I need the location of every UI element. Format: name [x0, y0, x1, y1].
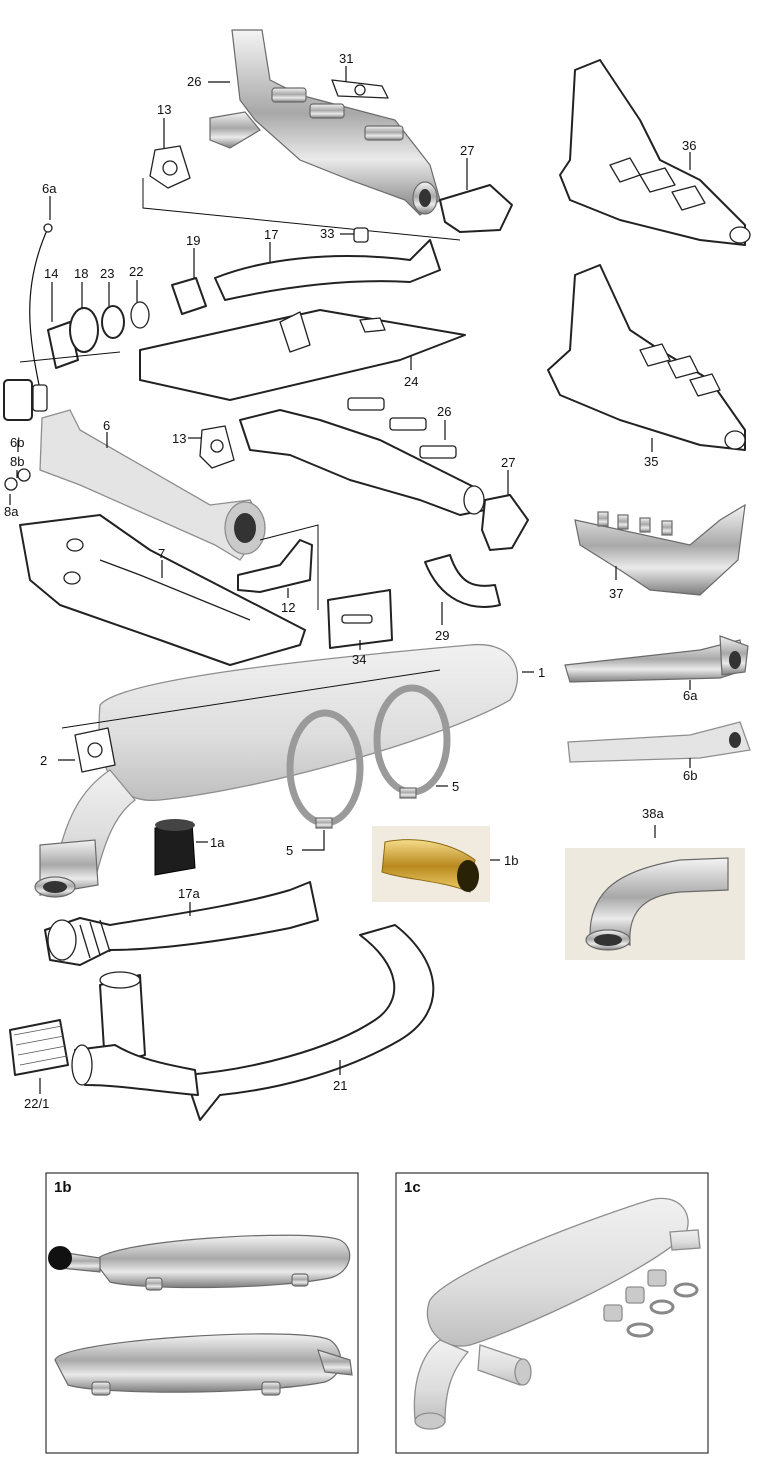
inset-label-1c: 1c: [404, 1179, 421, 1196]
leader-12-frame: [259, 524, 319, 610]
callout-1b: 1b: [504, 853, 518, 868]
oxygen-sensor-6a: [29, 223, 53, 412]
gasket-2: [74, 727, 116, 773]
inset-panel-1c: 1c: [395, 1172, 709, 1454]
clamps-5: [286, 684, 451, 829]
callout-6a-right: 6a: [683, 688, 698, 703]
callout-8a: 8a: [4, 504, 19, 519]
callout-5-right: 5: [452, 779, 459, 794]
nuts-8: [4, 468, 31, 491]
heater-pipe-6a-right: [564, 635, 749, 683]
boot-6b: [3, 379, 33, 421]
photo-tail-tip-1b: [372, 826, 490, 902]
leader-lines: [9, 66, 691, 1094]
callout-17a: 17a: [178, 886, 200, 901]
callout-26-mid: 26: [437, 404, 451, 419]
boot-27-mid: [481, 494, 529, 551]
callout-1: 1: [538, 665, 545, 680]
heater-plate-24: [139, 309, 466, 401]
callout-36: 36: [682, 138, 696, 153]
callout-labels: 26 31 13 27 36 6a 19 17 33 14 18 23 22 2…: [4, 51, 698, 1111]
gasket-13-top: [149, 145, 191, 189]
gasket-31: [331, 79, 389, 99]
callout-19: 19: [186, 233, 200, 248]
filter-22-1: [9, 1019, 69, 1076]
callout-35: 35: [644, 454, 658, 469]
header-37: [574, 503, 746, 596]
inset-label-1b: 1b: [54, 1179, 72, 1196]
callout-1a: 1a: [210, 835, 225, 850]
leader-2-dash: [61, 669, 441, 729]
callout-22: 22: [129, 264, 143, 279]
tail-tip-1a: [154, 819, 196, 876]
callout-29: 29: [435, 628, 449, 643]
callout-12: 12: [281, 600, 295, 615]
callout-21: 21: [333, 1078, 347, 1093]
callout-38a: 38a: [642, 806, 664, 821]
callout-6b-left: 6b: [10, 435, 24, 450]
callout-7: 7: [158, 546, 165, 561]
callout-22-1: 22/1: [24, 1096, 49, 1111]
heat-exchanger-26-top: [209, 29, 441, 216]
boot-27-top: [439, 184, 513, 233]
leader-14: [19, 351, 121, 363]
callout-34: 34: [352, 652, 366, 667]
callout-6-left: 6: [103, 418, 110, 433]
callout-6a-left: 6a: [42, 181, 57, 196]
callout-6b-right: 6b: [683, 768, 697, 783]
callout-8b: 8b: [10, 454, 24, 469]
callout-17: 17: [264, 227, 278, 242]
callout-13-mid: 13: [172, 431, 186, 446]
callout-14: 14: [44, 266, 58, 281]
bushing-33: [353, 227, 369, 243]
callout-24: 24: [404, 374, 418, 389]
callout-2: 2: [40, 753, 47, 768]
heater-pipe-6b-right: [567, 721, 751, 763]
callout-37: 37: [609, 586, 623, 601]
callout-27-top: 27: [460, 143, 474, 158]
bracket-34: [327, 589, 393, 649]
heater-pipe-6: [39, 409, 266, 561]
y-pipe-21: [71, 924, 435, 1121]
callout-23: 23: [100, 266, 114, 281]
callout-33: 33: [320, 226, 334, 241]
heat-exchanger-35: [547, 264, 746, 451]
inset-panel-1b: 1b: [45, 1172, 359, 1454]
callout-31: 31: [339, 51, 353, 66]
photo-chrome-elbow-38a: [565, 848, 745, 960]
heater-cover-7: [19, 514, 306, 666]
callout-13-top: 13: [157, 102, 171, 117]
heat-exchanger-26-mid: [239, 397, 486, 516]
callout-27-mid: 27: [501, 455, 515, 470]
bracket-12: [237, 539, 313, 593]
pipe-17a: [44, 881, 319, 966]
callout-18: 18: [74, 266, 88, 281]
callout-5-low: 5: [286, 843, 293, 858]
clamp-19: [171, 277, 207, 315]
elbow-29: [424, 554, 501, 608]
gasket-13-mid: [199, 425, 235, 469]
heat-exchanger-36: [559, 59, 751, 246]
pipe-17: [214, 239, 441, 301]
callout-26-top: 26: [187, 74, 201, 89]
